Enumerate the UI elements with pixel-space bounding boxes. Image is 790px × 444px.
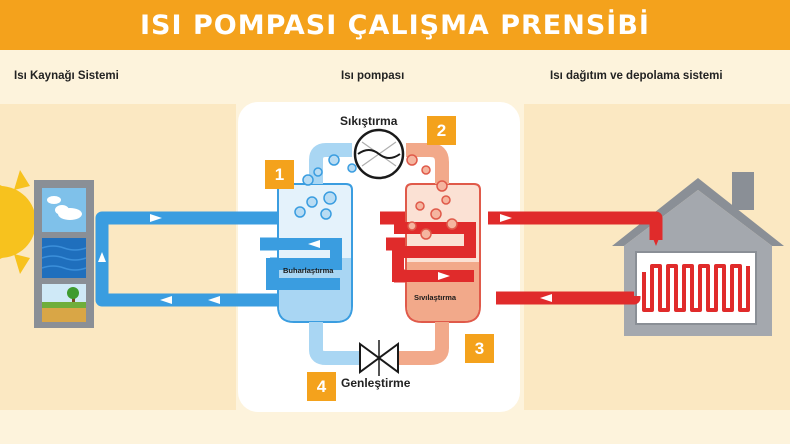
refrigerant-bubbles-hot xyxy=(406,154,458,240)
tree-icon xyxy=(67,287,79,304)
page-title: ISI POMPASI ÇALIŞMA PRENSİBİ xyxy=(140,9,650,41)
liquid-line-cold xyxy=(309,322,360,365)
flow-arrow-icon xyxy=(98,214,552,304)
refrigerant-bubbles-cold xyxy=(294,154,357,220)
step-2-badge: 2 xyxy=(427,116,456,145)
heating-coil-icon xyxy=(642,264,750,312)
discharge-line xyxy=(406,143,449,184)
heat-pump-label: Isı pompası xyxy=(341,70,405,82)
step-1-badge: 1 xyxy=(265,160,294,189)
heat-source-column xyxy=(34,180,94,328)
step-3-badge: 3 xyxy=(465,334,494,363)
title-banner: ISI POMPASI ÇALIŞMA PRENSİBİ xyxy=(0,0,790,50)
condenser-label: Sıvılaştırma xyxy=(414,293,457,302)
cloud-icon xyxy=(47,196,82,220)
evaporator-label: Buharlaştırma xyxy=(283,266,334,275)
step-4-badge: 4 xyxy=(307,372,336,401)
source-system-label: Isı Kaynağı Sistemi xyxy=(14,70,119,82)
expansion-valve-icon xyxy=(359,340,399,376)
suction-line xyxy=(309,143,352,184)
expansion-label: Genleştirme xyxy=(341,376,411,390)
distribution-system-label: Isı dağıtım ve depolama sistemi xyxy=(550,70,723,82)
compression-label: Sıkıştırma xyxy=(340,114,398,128)
condenser-coil xyxy=(392,222,476,282)
compressor-icon xyxy=(353,128,405,180)
liquid-line-hot xyxy=(398,322,449,365)
evaporator-coil xyxy=(264,238,342,290)
house-inflow-arrow xyxy=(652,236,660,246)
